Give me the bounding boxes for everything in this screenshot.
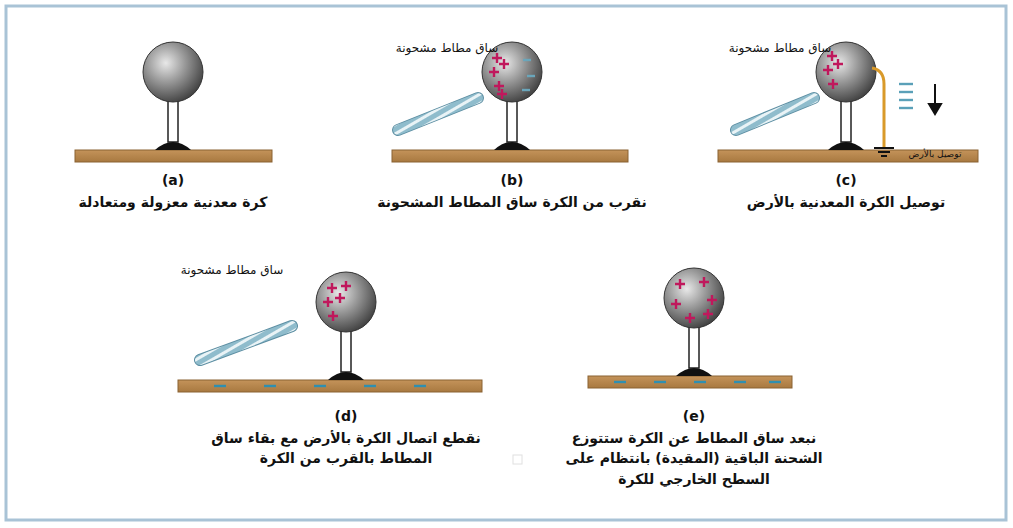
rod-label: ساق مطاط مشحونة <box>710 40 850 57</box>
negative-charge <box>899 107 913 109</box>
negative-charge <box>314 385 326 387</box>
stand-base <box>494 142 530 150</box>
positive-charge <box>489 67 499 77</box>
stand-base <box>328 372 364 380</box>
rubber-rod <box>398 98 478 130</box>
negative-charge <box>899 91 913 93</box>
ground-strip <box>392 150 628 162</box>
panel-letter: (b) <box>482 170 542 190</box>
panel-letter: (e) <box>664 406 724 426</box>
insulating-stand <box>841 100 851 142</box>
rubber-rod <box>736 98 814 130</box>
positive-charge <box>685 313 695 323</box>
negative-charge <box>614 381 626 383</box>
stand-base <box>676 368 712 376</box>
negative-charge <box>734 381 746 383</box>
stand-base <box>828 142 864 150</box>
stand-base <box>155 142 191 150</box>
rubber-rod <box>200 326 292 360</box>
negative-charge <box>694 381 706 383</box>
panel-caption: نقرب من الكرة ساق المطاط المشحونة <box>362 192 662 212</box>
ground-strip <box>588 376 792 388</box>
negative-charge <box>523 59 531 61</box>
insulating-stand <box>341 330 351 372</box>
metal-sphere <box>143 42 203 102</box>
negative-charge <box>214 385 226 387</box>
positive-charge <box>335 293 345 303</box>
rod-label: ساق مطاط مشحونة <box>377 40 517 57</box>
rod-label: ساق مطاط مشحونة <box>162 262 302 279</box>
rubber-rod <box>398 98 478 130</box>
metal-sphere <box>316 272 376 332</box>
positive-charge <box>703 309 713 319</box>
positive-charge <box>707 295 717 305</box>
positive-charge <box>671 299 681 309</box>
panel-caption: توصيل الكرة المعدنية بالأرض <box>706 192 986 212</box>
rubber-rod <box>736 98 814 130</box>
positive-charge <box>327 283 337 293</box>
positive-charge <box>828 79 838 89</box>
negative-charge <box>364 385 376 387</box>
flow-arrow <box>929 84 941 114</box>
positive-charge <box>323 297 333 307</box>
panel-letter: (a) <box>143 170 203 190</box>
panel-caption: كرة معدنية معزولة ومتعادلة <box>48 192 298 212</box>
negative-charge <box>414 385 426 387</box>
negative-charge <box>264 385 276 387</box>
panel-letter: (c) <box>816 170 876 190</box>
ground-wire <box>872 68 884 148</box>
negative-charge <box>527 75 535 77</box>
positive-charge <box>341 281 351 291</box>
rubber-rod <box>200 326 292 360</box>
panel-caption: نبعد ساق المطاط عن الكرة ستتوزع الشحنة ا… <box>559 428 829 489</box>
positive-charge <box>833 59 843 69</box>
positive-charge <box>328 311 338 321</box>
positive-charge <box>497 89 507 99</box>
insulating-stand <box>168 100 178 142</box>
insulating-stand <box>507 100 517 142</box>
panel-caption: نقطع اتصال الكرة بالأرض مع بقاء ساق المط… <box>196 428 496 469</box>
positive-charge <box>699 277 709 287</box>
negative-charge <box>899 99 913 101</box>
panel-letter: (d) <box>316 406 376 426</box>
insulating-stand <box>689 326 699 368</box>
positive-charge <box>675 279 685 289</box>
positive-charge <box>823 65 833 75</box>
positive-charge <box>499 59 509 69</box>
ground-label: توصيل بالأرض <box>890 148 980 161</box>
negative-charge <box>654 381 666 383</box>
ground-strip <box>75 150 272 162</box>
negative-charge <box>769 381 781 383</box>
negative-charge <box>522 89 530 91</box>
ground-symbol <box>874 148 894 156</box>
negative-charge <box>899 83 913 85</box>
metal-sphere <box>664 268 724 328</box>
ground-strip <box>178 380 482 392</box>
